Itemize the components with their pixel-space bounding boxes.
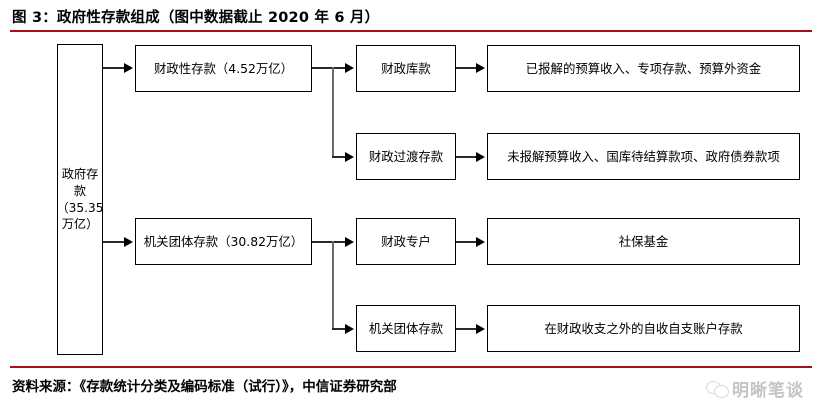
- node-detail-sub: 在财政收支之外的自收自支账户存款: [487, 305, 800, 352]
- arrowhead-special-to-detail: [476, 237, 485, 247]
- root-line-1: 政府存: [61, 166, 99, 181]
- figure-source: 资料来源：《存款统计分类及编码标准（试行）》，中信证券研究部: [12, 379, 397, 395]
- arrowhead-institutional-to-special: [345, 237, 354, 247]
- connector-sub-to-detail: [456, 328, 478, 330]
- arrowhead-sub-to-detail: [476, 324, 485, 334]
- node-transition-deposits: 财政过渡存款: [356, 133, 456, 180]
- arrowhead-root-to-institutional: [124, 237, 133, 247]
- node-special-account: 财政专户: [356, 218, 456, 265]
- title-divider-rule: [10, 30, 812, 32]
- arrowhead-fiscal-to-transition: [345, 152, 354, 162]
- node-detail-special: 社保基金: [487, 218, 800, 265]
- connector-root-to-institutional: [103, 241, 126, 243]
- node-treasury-funds: 财政库款: [356, 45, 456, 92]
- watermark: 明晰笔谈: [706, 376, 804, 401]
- root-line-3: （35.35: [56, 200, 104, 215]
- source-divider-rule: [10, 366, 812, 368]
- node-institutional-deposits: 机关团体存款（30.82万亿）: [135, 218, 312, 265]
- root-line-4: 万亿）: [61, 217, 99, 232]
- connector-root-to-fiscal: [103, 67, 126, 69]
- node-detail-treasury: 已报解的预算收入、专项存款、预算外资金: [487, 45, 800, 92]
- arrowhead-institutional-to-sub: [345, 324, 354, 334]
- connector-fiscal-to-transition: [332, 156, 347, 158]
- connector-fiscal-split: [312, 67, 347, 69]
- watermark-text: 明晰笔谈: [732, 381, 804, 401]
- connector-fiscal-drop: [332, 67, 334, 157]
- figure-title: 图 3：政府性存款组成（图中数据截止 2020 年 6 月）: [12, 10, 380, 26]
- arrowhead-transition-to-detail: [476, 152, 485, 162]
- arrowhead-treasury-to-detail: [476, 63, 485, 73]
- arrowhead-fiscal-to-treasury: [345, 63, 354, 73]
- node-detail-transition: 未报解预算收入、国库待结算款项、政府债券款项: [487, 133, 800, 180]
- wechat-logo-icon: [706, 380, 729, 398]
- connector-institutional-drop: [332, 241, 334, 329]
- connector-institutional-to-sub: [332, 328, 347, 330]
- node-institutional-sub: 机关团体存款: [356, 305, 456, 352]
- connector-treasury-to-detail: [456, 67, 478, 69]
- node-fiscal-deposits: 财政性存款（4.52万亿）: [135, 45, 312, 92]
- node-government-deposits: 政府存 款 （35.35 万亿）: [56, 44, 104, 355]
- connector-transition-to-detail: [456, 156, 478, 158]
- root-line-2: 款: [73, 183, 87, 198]
- arrowhead-root-to-fiscal: [124, 63, 133, 73]
- connector-special-to-detail: [456, 241, 478, 243]
- connector-institutional-split: [312, 241, 347, 243]
